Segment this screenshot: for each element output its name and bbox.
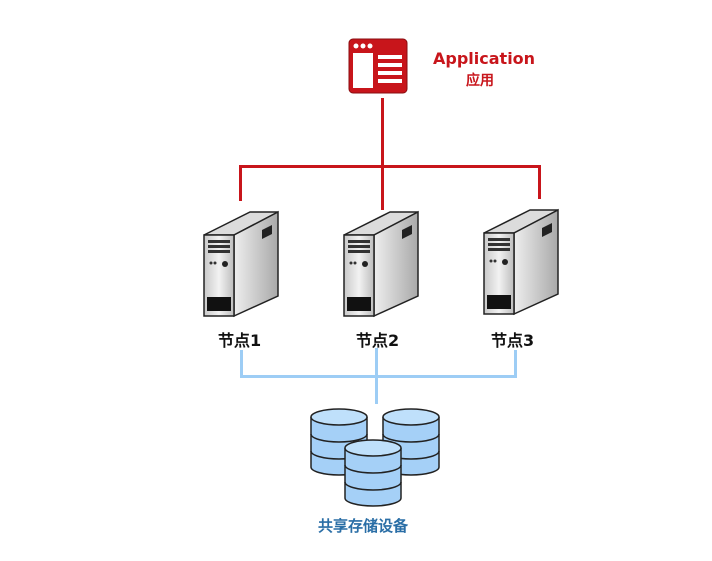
application-title: Application (433, 49, 536, 68)
server-icon-node2 (343, 210, 419, 318)
node-label-3: 节点3 (491, 331, 535, 350)
node-label-2: 节点2 (356, 331, 400, 350)
application-subtitle: 应用 (466, 73, 494, 89)
server-icon-node3 (483, 208, 559, 316)
app-to-node3-line (538, 165, 541, 199)
node3-to-storage-line (514, 350, 517, 377)
server-icon-node1 (203, 210, 279, 318)
node1-to-storage-line (240, 350, 243, 377)
app-to-node1-line (239, 165, 242, 201)
node-label-1: 节点1 (218, 331, 262, 350)
application-window-icon (348, 38, 408, 94)
app-trunk-line (381, 98, 384, 210)
storage-label: 共享存储设备 (318, 517, 409, 535)
storage-branch-line (240, 375, 517, 378)
database-cluster-icon (310, 408, 440, 507)
app-branch-line (239, 165, 541, 168)
